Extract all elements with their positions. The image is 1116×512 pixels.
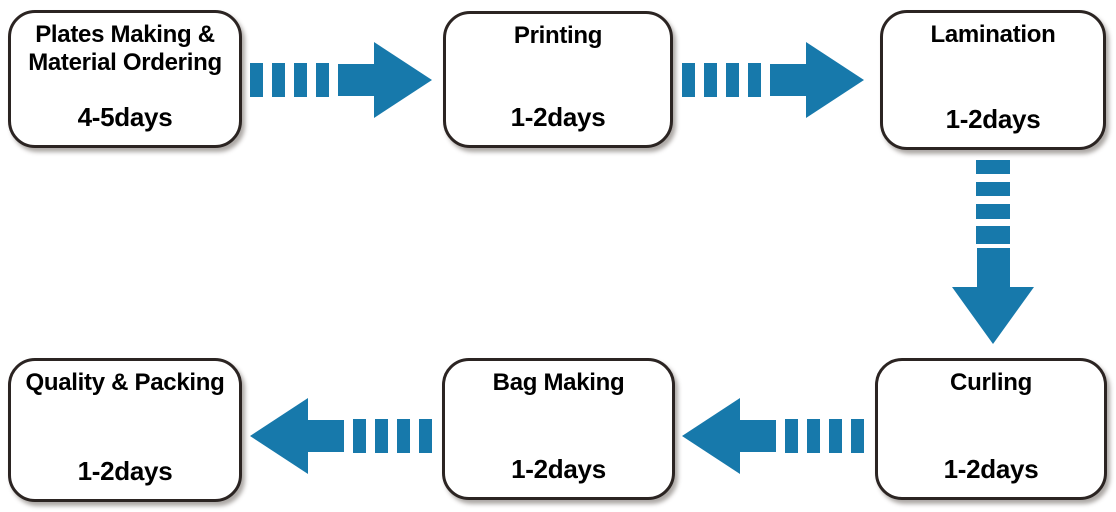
arrow-left-icon [250,398,432,474]
arrow-down-icon [952,160,1034,344]
arrow-right-icon [250,42,432,118]
node-bag-making: Bag Making 1-2days [442,358,675,500]
node-duration: 1-2days [943,454,1039,484]
node-printing: Printing 1-2days [443,11,673,148]
arrow-left-icon [682,398,864,474]
node-label: Lamination [930,21,1056,48]
arrow-shape [952,160,1034,344]
node-label: Plates Making & Material Ordering [28,21,222,76]
node-quality-packing: Quality & Packing 1-2days [8,358,242,502]
node-label: Curling [950,369,1032,396]
node-duration: 1-2days [511,454,606,484]
node-duration: 1-2days [77,456,173,486]
node-label: Quality & Packing [25,369,225,396]
arrow-shape [250,42,432,118]
arrow-right-icon [682,42,864,118]
arrow-shape [682,42,864,118]
node-label: Bag Making [492,369,625,396]
arrow-shape [250,398,432,474]
node-lamination: Lamination 1-2days [880,10,1106,150]
node-curling: Curling 1-2days [875,358,1107,500]
node-duration: 4-5days [77,102,173,132]
node-label: Printing [513,22,603,49]
node-plates-making: Plates Making & Material Ordering 4-5day… [8,10,242,148]
node-duration: 1-2days [510,102,606,132]
arrow-shape [682,398,864,474]
node-duration: 1-2days [945,104,1041,134]
